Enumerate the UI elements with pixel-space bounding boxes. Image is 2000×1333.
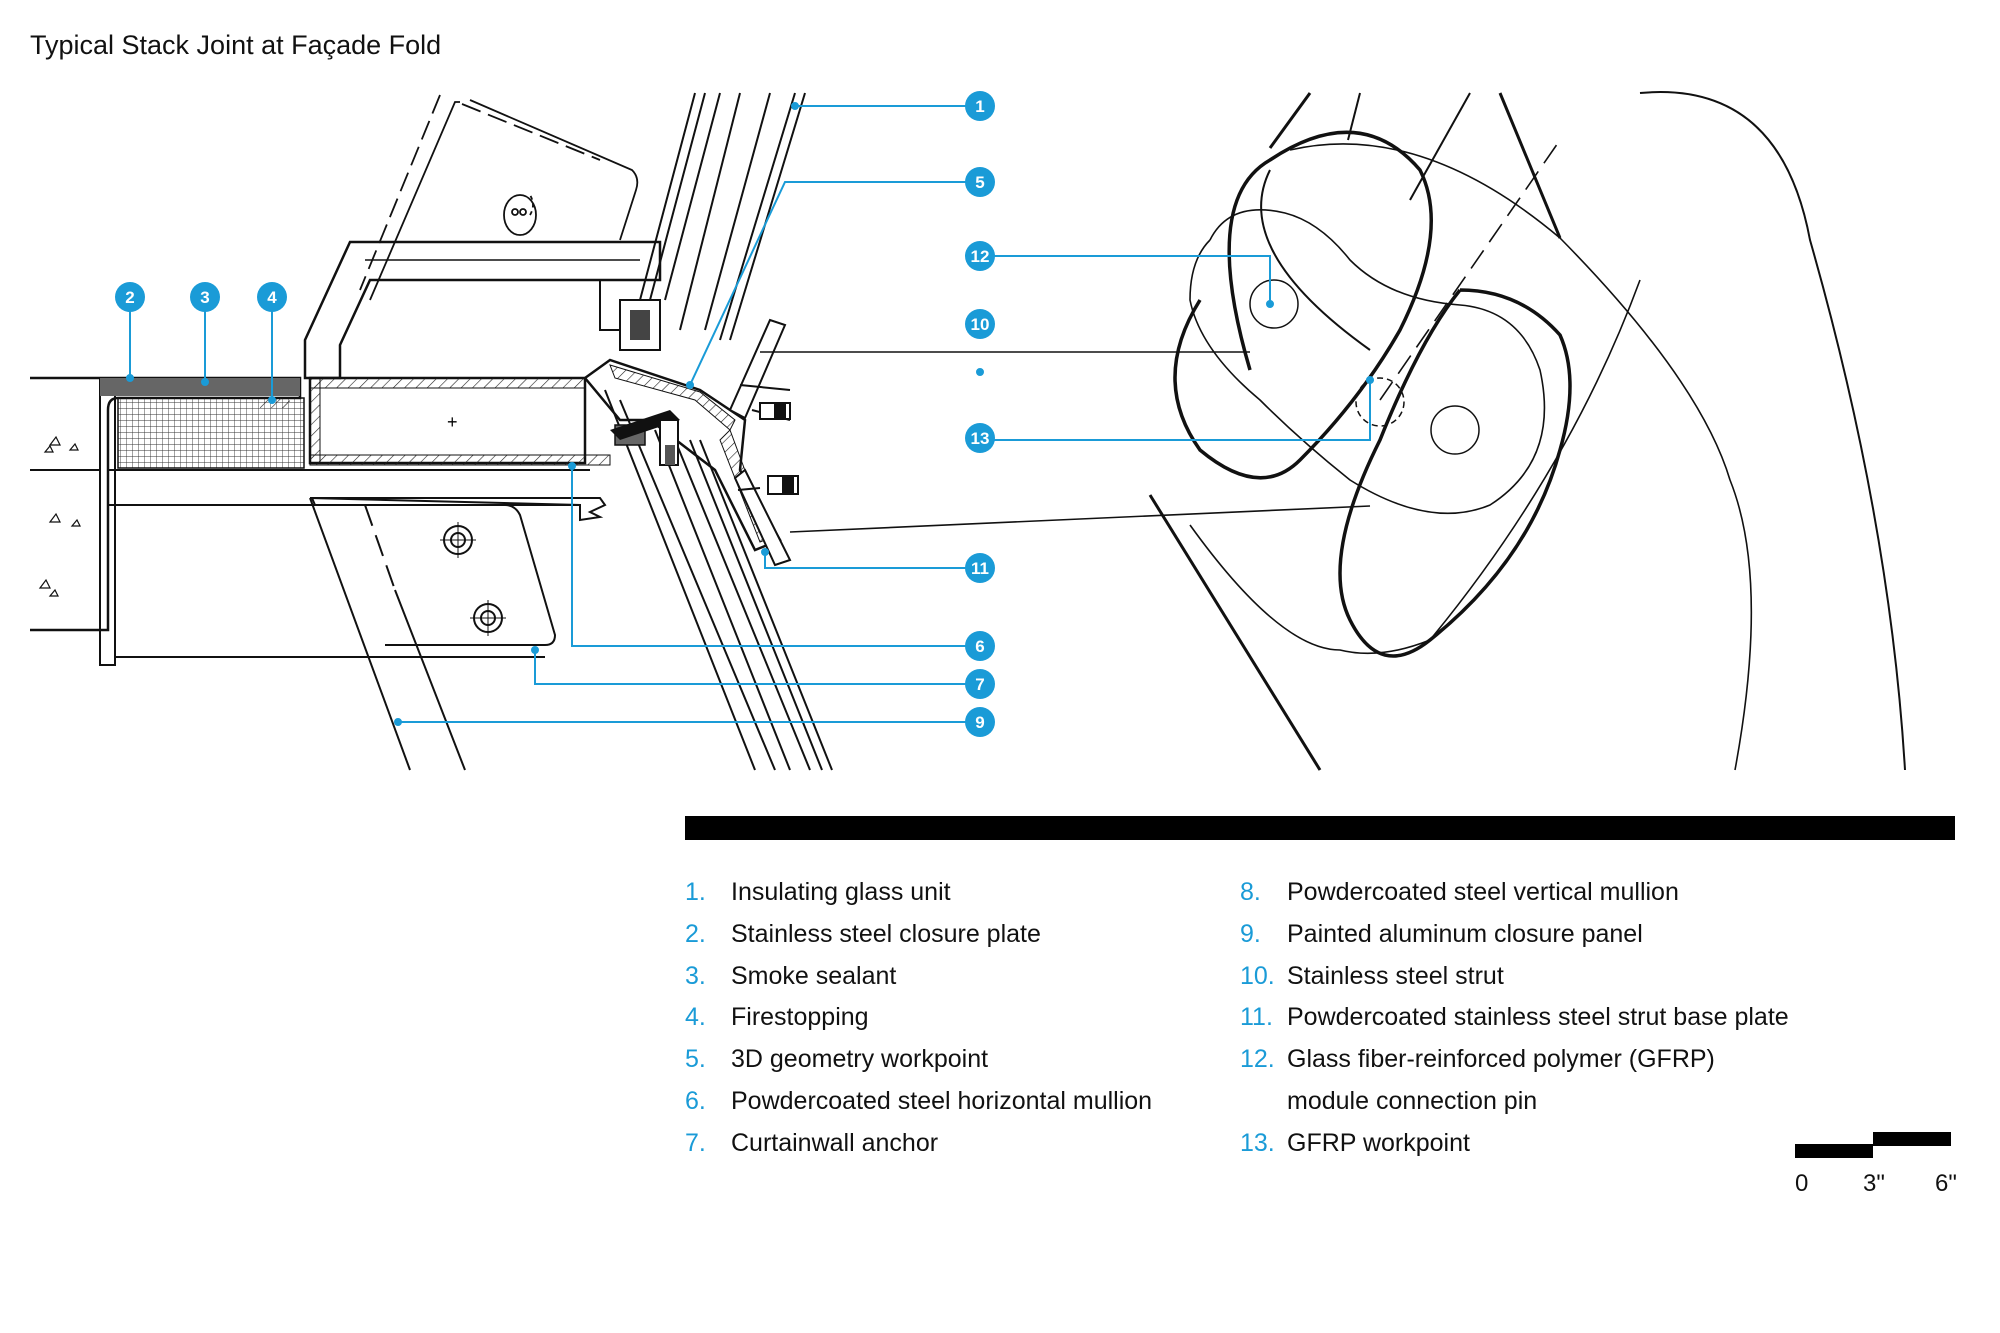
legend-item: 11.Powdercoated stainless steel strut ba…	[1240, 1003, 1789, 1032]
smoke-sealant	[100, 378, 300, 396]
legend-item: 3.Smoke sealant	[685, 961, 897, 990]
legend-item: 10.Stainless steel strut	[1240, 961, 1504, 990]
legend-item: 12.Glass fiber-reinforced polymer (GFRP)	[1240, 1045, 1715, 1074]
legend-item: 13.GFRP workpoint	[1240, 1128, 1470, 1157]
scale-segment	[1873, 1132, 1951, 1146]
callout-11: 11	[965, 553, 995, 583]
callout-9: 9	[965, 707, 995, 737]
callout-13: 13	[965, 423, 995, 453]
firestopping	[117, 397, 305, 469]
gfrp-module	[760, 91, 1906, 771]
callout-10: 10	[965, 309, 995, 339]
scale-bar: 0 3" 6"	[1795, 1128, 1957, 1197]
callout-3: 3	[190, 282, 220, 312]
callout-leaders	[126, 102, 1374, 726]
svg-text:+: +	[447, 412, 458, 432]
legend-item: 6.Powdercoated steel horizontal mullion	[685, 1086, 1153, 1115]
legend-item: 1.Insulating glass unit	[685, 878, 951, 906]
callout-1: 1	[965, 91, 995, 121]
callout-5: 5	[965, 167, 995, 197]
curtainwall-anchor	[309, 497, 607, 646]
legend-left: 1.Insulating glass unit 2.Stainless stee…	[685, 872, 1152, 1165]
svg-text:6: 6	[975, 637, 984, 656]
scale-label-6: 6"	[1935, 1170, 1957, 1197]
scale-label-3: 3"	[1863, 1170, 1885, 1197]
legend-right: 8.Powdercoated steel vertical mullion 9.…	[1240, 872, 1789, 1165]
drawing-title: Typical Stack Joint at Façade Fold	[30, 30, 442, 60]
svg-text:7: 7	[975, 675, 984, 694]
legend-item: 8.Powdercoated steel vertical mullion	[1240, 878, 1679, 906]
upper-closure-panel	[359, 94, 639, 301]
svg-text:1: 1	[975, 97, 984, 116]
scale-label-0: 0	[1795, 1170, 1809, 1197]
slab-concrete	[30, 377, 100, 631]
svg-text:3: 3	[200, 288, 209, 307]
legend-item: 9.Painted aluminum closure panel	[1240, 919, 1643, 948]
svg-text:4: 4	[267, 288, 277, 307]
svg-text:13: 13	[971, 429, 990, 448]
callout-12: 12	[965, 241, 995, 271]
vertical-mullion	[639, 92, 806, 341]
legend-item: 7.Curtainwall anchor	[685, 1128, 939, 1157]
legend-item: 4.Firestopping	[685, 1003, 869, 1032]
legend-item: 2.Stainless steel closure plate	[685, 919, 1041, 948]
legend-item: module connection pin	[1287, 1086, 1538, 1115]
svg-text:5: 5	[975, 173, 984, 192]
callout-2: 2	[115, 282, 145, 312]
horizontal-mullion: +	[308, 376, 611, 466]
callout-7: 7	[965, 669, 995, 699]
svg-text:12: 12	[971, 247, 990, 266]
lower-closure-panel	[309, 497, 466, 771]
svg-text:10: 10	[971, 315, 990, 334]
svg-text:2: 2	[125, 288, 134, 307]
scale-segment	[1795, 1144, 1873, 1158]
svg-text:9: 9	[975, 713, 984, 732]
callout-4: 4	[257, 282, 287, 312]
callout-6: 6	[965, 631, 995, 661]
svg-text:11: 11	[971, 559, 989, 578]
strut-base-plate	[728, 318, 799, 567]
legend-item: 5.3D geometry workpoint	[685, 1045, 989, 1074]
divider-bar	[685, 816, 1955, 840]
